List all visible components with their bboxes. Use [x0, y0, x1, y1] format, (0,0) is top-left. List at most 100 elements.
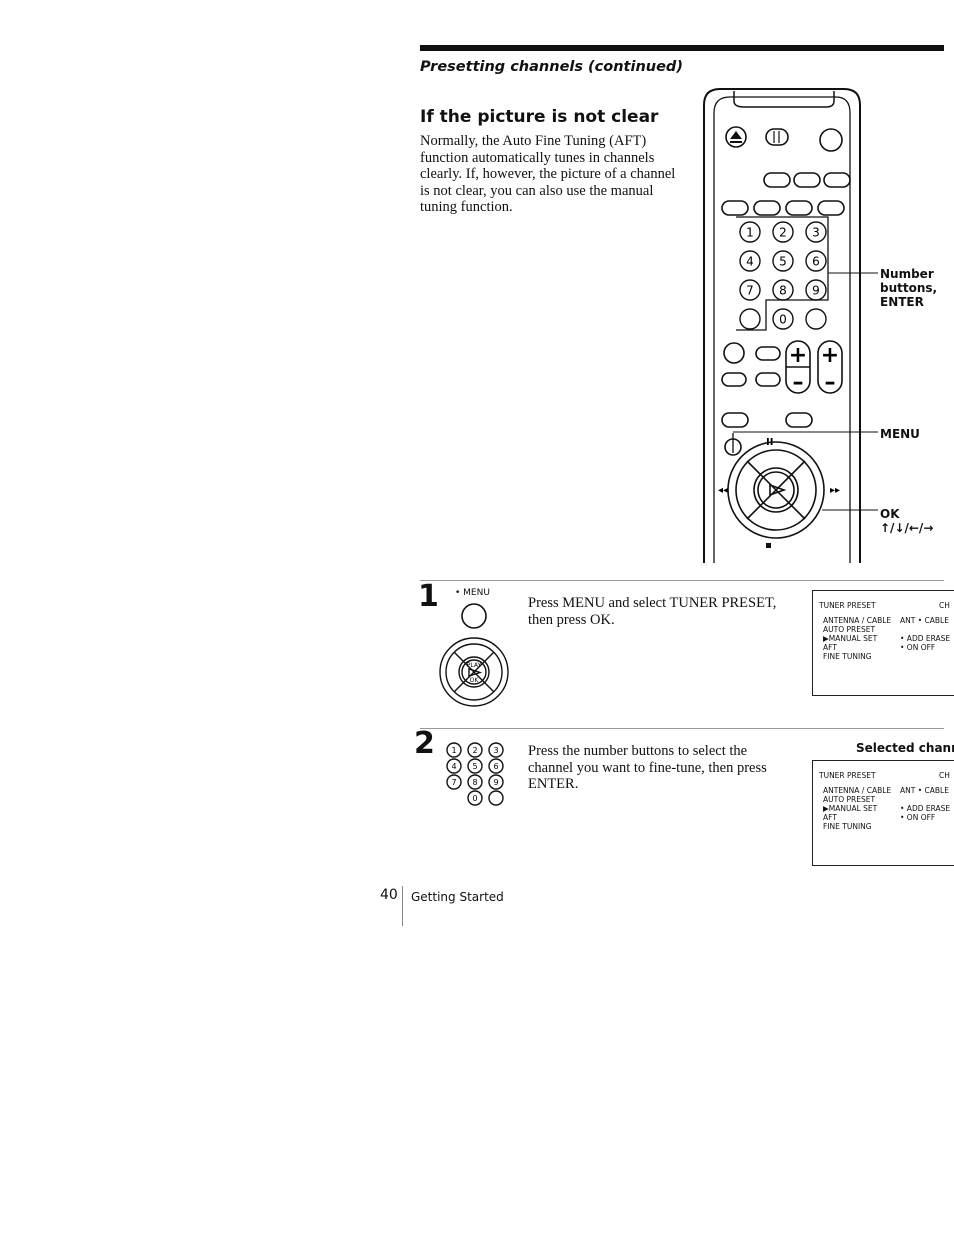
stop-icon: [766, 543, 771, 548]
screen2-row-value: • ON OFF: [900, 813, 936, 822]
function-buttons: [721, 172, 851, 216]
step2-number-button-4: [446, 758, 462, 774]
screen1-row-label: FINE TUNING: [823, 652, 872, 661]
remote-number-enter-button: [805, 308, 827, 330]
minus-icon-2: –: [825, 370, 836, 395]
step2-number-label-3: 3: [493, 746, 498, 755]
step1-buttons-illustration: PLAY OK: [439, 603, 509, 707]
screen2-row-label: ▶MANUAL SET: [823, 804, 878, 813]
step2-number-label-2: 2: [472, 746, 477, 755]
callout-arrows: ↑/↓/←/→: [880, 521, 934, 535]
screen1-title: TUNER PRESET: [819, 601, 876, 610]
screen1-row-value: • ADD ERASE: [900, 634, 951, 643]
section-title: Presetting channels (continued): [420, 59, 683, 75]
step2-number: 2: [414, 726, 435, 761]
remote-number-button-9: [805, 279, 827, 301]
eject-icon: [725, 126, 747, 148]
step2-number-button-8: [467, 774, 483, 790]
screen1-rows: ANTENNA / CABLE ANT • CABLE AUTO PRESET▶MA…: [823, 616, 954, 661]
step2-text: Press the number buttons to select the c…: [528, 743, 767, 792]
step1-text: Press MENU and select TUNER PRESET, then…: [528, 595, 777, 628]
screen1-row-value: • ON OFF: [900, 643, 936, 652]
screen2-row: FINE TUNING: [823, 822, 954, 831]
step2-number-label-5: 5: [472, 762, 477, 771]
screen1-row: ▶MANUAL SET • ADD ERASE: [823, 634, 954, 643]
step2-number-button-2: [467, 742, 483, 758]
page-number: 40: [380, 887, 398, 903]
step2-number-button-7: [446, 774, 462, 790]
callout-number-line1: Number: [880, 267, 934, 281]
remote-number-button-1: [739, 221, 761, 243]
step2-number-label-1: 1: [451, 746, 456, 755]
screen2-row-label: AUTO PRESET: [823, 795, 876, 804]
remote-number-label-8: 8: [779, 283, 787, 297]
remote-number-label-2: 2: [779, 225, 787, 239]
tv-video-icon: [765, 128, 789, 146]
screen2-title: TUNER PRESET: [819, 771, 876, 780]
screen2-row-value: ANT • CABLE: [900, 786, 949, 795]
callout-menu: MENU: [880, 427, 920, 441]
screen2-row-label: ANTENNA / CABLE: [823, 786, 892, 795]
remote-number-button-0: [772, 308, 794, 330]
screen1-row-label: ANTENNA / CABLE: [823, 616, 892, 625]
remote-number-label-0: 0: [779, 312, 787, 326]
step2-number-button-6: [488, 758, 504, 774]
step2-number-button-5: [467, 758, 483, 774]
screen1-row-label: AUTO PRESET: [823, 625, 876, 634]
step2-number-button-0: [467, 790, 483, 806]
screen2-row: AFT• ON OFF: [823, 813, 954, 822]
callout-number-buttons: Number buttons, ENTER: [880, 267, 937, 309]
remote-number-label-1: 1: [746, 225, 754, 239]
step2-number-label-8: 8: [472, 778, 477, 787]
screen1-title-right: CH: [939, 601, 950, 610]
index-button: [721, 412, 749, 428]
joystick-icon-step1: [439, 637, 509, 707]
remote-number-label-9: 9: [812, 283, 820, 297]
screen2-row: ANTENNA / CABLE ANT • CABLE: [823, 786, 954, 795]
power-icon: [819, 128, 843, 152]
callout-ok: OK: [880, 507, 900, 521]
article-heading: If the picture is not clear: [420, 107, 659, 127]
step2-number-label-6: 6: [493, 762, 498, 771]
step2-number-enter-button: [488, 790, 504, 806]
screen1-row: ANTENNA / CABLE ANT • CABLE: [823, 616, 954, 625]
step2-number-button-9: [488, 774, 504, 790]
remote-extra-button: [739, 308, 761, 330]
remote-number-label-3: 3: [812, 225, 820, 239]
screen2-title-right: CH: [939, 771, 950, 780]
screen1-row-label: AFT: [823, 643, 837, 652]
screen2-row-label: FINE TUNING: [823, 822, 872, 831]
volume-channel-buttons: [721, 340, 843, 394]
step1-divider: [420, 580, 944, 581]
menu-button-icon-step1: [461, 603, 487, 629]
screen2-row-value: • ADD ERASE: [900, 804, 951, 813]
step2-number-button-1: [446, 742, 462, 758]
screen1-row-label: ▶MANUAL SET: [823, 634, 878, 643]
screen1-row: AFT • ON OFF: [823, 643, 954, 652]
header-rule: [420, 45, 944, 51]
remote-number-button-5: [772, 250, 794, 272]
step2-screen-caption: Selected channel: [856, 741, 954, 755]
screen1-row: FINE TUNING: [823, 652, 954, 661]
remote-number-label-5: 5: [779, 254, 787, 268]
remote-number-button-2: [772, 221, 794, 243]
rewind-icon: ◂◂: [718, 485, 728, 496]
menu-button-icon: [724, 433, 742, 456]
remote-number-button-6: [805, 250, 827, 272]
screen2-row: AUTO PRESET: [823, 795, 954, 804]
plus-icon: +: [789, 343, 807, 368]
step1-number: 1: [418, 579, 439, 614]
screen1-row-value: ANT • CABLE: [900, 616, 949, 625]
remote-number-button-8: [772, 279, 794, 301]
plus-icon-2: +: [821, 343, 839, 368]
play-label: PLAY: [467, 662, 482, 669]
remote-number-label-4: 4: [746, 254, 754, 268]
minus-icon: –: [793, 370, 804, 395]
step2-number-label-9: 9: [493, 778, 498, 787]
remote-number-label-6: 6: [812, 254, 820, 268]
callout-number-line2: buttons,: [880, 281, 938, 295]
step1-menu-screen: TUNER PRESET CH ANTENNA / CABLE ANT • CAB…: [812, 590, 954, 696]
